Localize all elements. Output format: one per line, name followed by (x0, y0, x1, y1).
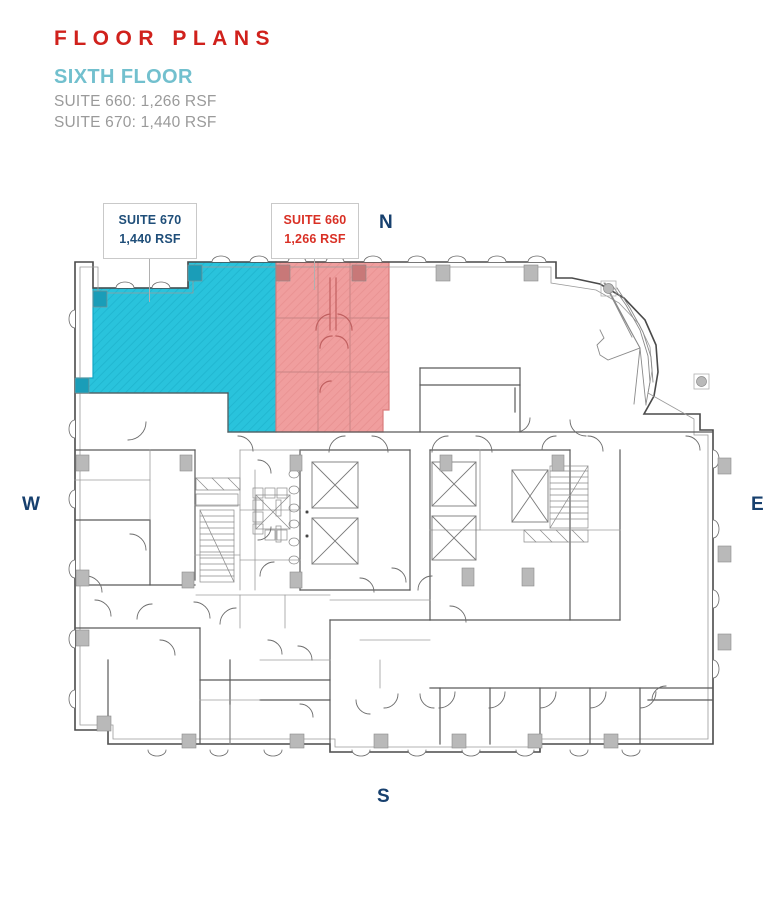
elevator-shaft (311, 461, 549, 565)
stair-hatch-west (195, 477, 241, 491)
header-block: FLOOR PLANS SIXTH FLOOR SUITE 660: 1,266… (54, 28, 554, 133)
northeast-curved-bay (596, 282, 654, 406)
stair-core-west (195, 493, 239, 583)
structural-column (74, 264, 732, 749)
callout-suite-670-name: SUITE 670 (118, 213, 182, 227)
compass-west-label: W (22, 494, 40, 515)
bay-column (600, 280, 710, 390)
callout-suite-660-name: SUITE 660 (283, 213, 347, 227)
callout-suite-660-area: 1,266 RSF (284, 232, 346, 247)
leader-line-suite-670 (149, 246, 150, 302)
callout-suite-660[interactable]: SUITE 660 1,266 RSF (271, 203, 359, 259)
window-mullions-south (147, 749, 641, 757)
leader-line-suite-660 (314, 246, 315, 290)
interior-walls (74, 367, 714, 753)
compass-east-label: E (751, 494, 764, 515)
compass-north-label: N (379, 212, 393, 233)
callout-suite-670[interactable]: SUITE 670 1,440 RSF (103, 203, 197, 259)
compass-south-label: S (377, 786, 390, 807)
window-mullions-west (68, 309, 76, 709)
interior-partitions (74, 449, 621, 745)
suite-660-region[interactable] (275, 261, 390, 433)
suite-summary-660: SUITE 660: 1,266 RSF (54, 93, 217, 110)
suite-summary-670: SUITE 670: 1,440 RSF (54, 113, 217, 131)
stair-core-east (523, 465, 589, 543)
page-title: FLOOR PLANS (54, 27, 276, 50)
floor-level-title: SIXTH FLOOR (54, 66, 193, 88)
restroom-fixtures (252, 469, 309, 565)
door-swings (85, 417, 701, 718)
callout-suite-670-area: 1,440 RSF (119, 232, 181, 247)
